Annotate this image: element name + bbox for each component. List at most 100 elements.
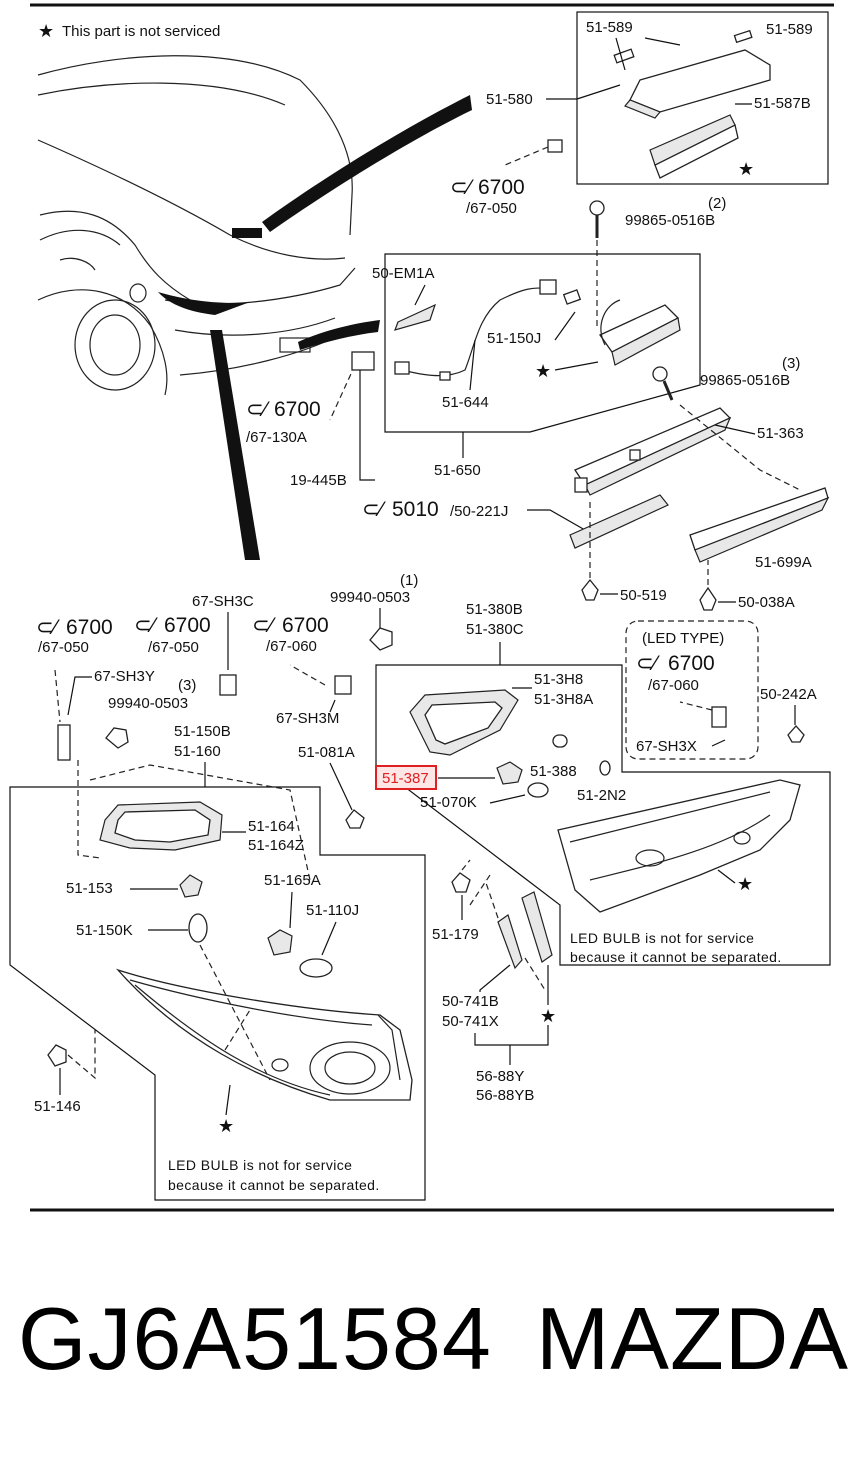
group-67-050-c: /67-050 — [38, 639, 89, 656]
group-5010-icon: ⊂⁄ — [362, 498, 387, 521]
clip-50-519 — [581, 578, 599, 601]
label-51-150B: 51-150B — [174, 723, 231, 740]
label-51-589-left: 51-589 — [586, 19, 633, 36]
connector-67-SH3C — [219, 674, 237, 696]
bulb-67-SH3Y — [57, 724, 71, 761]
star-icon-650: ★ — [535, 361, 551, 382]
group-6700-e-icon: ⊂⁄ — [252, 614, 277, 637]
clip-51-081A — [345, 809, 365, 829]
high-mount-lamp — [504, 29, 771, 179]
label-56-88YB: 56-88YB — [476, 1087, 534, 1104]
label-51-388: 51-388 — [530, 763, 577, 780]
legend-star-icon: ★ — [38, 21, 54, 42]
star-icon-587B: ★ — [738, 159, 754, 180]
brand-caption: MAZDA — [536, 1289, 849, 1388]
label-51-3H8: 51-3H8 — [534, 671, 583, 688]
label-19-445B: 19-445B — [290, 472, 347, 489]
label-51-380B: 51-380B — [466, 601, 523, 618]
bulb-51-110J — [299, 958, 333, 978]
bracket-51-363 — [574, 407, 732, 496]
clip-50-038A — [699, 586, 717, 611]
group-6700-c: 6700 — [66, 616, 113, 639]
bulb-51-150K — [188, 913, 208, 943]
label-50-EM1A: 50-EM1A — [372, 265, 435, 282]
group-67-060-e: /67-060 — [266, 638, 317, 655]
pad-50-EM1A — [394, 303, 437, 331]
clip-50-242A — [787, 725, 805, 743]
pad-50-221J — [569, 494, 669, 549]
note-right-line1: LED BULB is not for service — [570, 930, 754, 946]
clip-51-179 — [451, 872, 471, 893]
label-99940-0503-a: 99940-0503 — [330, 589, 410, 606]
label-67-SH3M: 67-SH3M — [276, 710, 339, 727]
label-50-741X: 50-741X — [442, 1013, 499, 1030]
group-6700-a: 6700 — [478, 176, 525, 199]
label-led-type: (LED TYPE) — [642, 630, 724, 647]
wiring-box — [384, 253, 701, 433]
label-51-387[interactable]: 51-387 — [382, 770, 429, 787]
washer-51-2N2 — [599, 760, 611, 776]
note-right-line2: because it cannot be separated. — [570, 949, 782, 965]
label-67-SH3Y: 67-SH3Y — [94, 668, 155, 685]
wire-harness-51-644 — [394, 279, 582, 381]
label-51-179: 51-179 — [432, 926, 479, 943]
label-51-164Z: 51-164Z — [248, 837, 304, 854]
star-icon-inner-lamp: ★ — [737, 874, 753, 895]
label-51-363: 51-363 — [757, 425, 804, 442]
label-67-SH3X: 67-SH3X — [636, 738, 697, 755]
label-51-165A: 51-165A — [264, 872, 321, 889]
label-99865-0516B-a: 99865-0516B — [625, 212, 715, 229]
label-51-146: 51-146 — [34, 1098, 81, 1115]
label-51-380C: 51-380C — [466, 621, 524, 638]
screw-99865-b — [652, 366, 674, 401]
group-67-050-d: /67-050 — [148, 639, 199, 656]
group-67-060-f: /67-060 — [648, 677, 699, 694]
label-67-SH3C: 67-SH3C — [192, 593, 254, 610]
label-51-589-right: 51-589 — [766, 21, 813, 38]
label-50-038A: 50-038A — [738, 594, 795, 611]
screw-99865-a — [589, 200, 605, 238]
outer-tail-lamp — [115, 968, 413, 1101]
nut-51-146 — [47, 1044, 67, 1067]
inner-tail-lamp — [557, 779, 801, 913]
label-51-150K: 51-150K — [76, 922, 133, 939]
group-5010: 5010 — [392, 498, 439, 521]
highlight-51-387[interactable] — [375, 765, 437, 790]
group-6700-b: 6700 — [274, 398, 321, 421]
washer-51-388 — [552, 734, 568, 748]
connector-67-SH3M — [334, 675, 352, 695]
socket-51-387 — [496, 761, 549, 798]
star-icon-outer-lamp: ★ — [218, 1116, 234, 1137]
nut-99940-a — [369, 627, 393, 651]
high-mount-box — [576, 11, 829, 185]
reflector-56-88Y — [521, 891, 553, 963]
group-6700-e: 6700 — [282, 614, 329, 637]
label-99940-0503-b: 99940-0503 — [108, 695, 188, 712]
label-51-164: 51-164 — [248, 818, 295, 835]
label-99865-0516B-b: 99865-0516B — [700, 372, 790, 389]
star-icon-56-88Y: ★ — [540, 1006, 556, 1027]
led-type-box — [625, 620, 759, 760]
garnish-50-741B — [497, 914, 523, 970]
label-qty1: (1) — [400, 572, 418, 589]
group-6700-f: 6700 — [668, 652, 715, 675]
legend-text: This part is not serviced — [62, 23, 220, 40]
label-50-242A: 50-242A — [760, 686, 817, 703]
label-51-650: 51-650 — [434, 462, 481, 479]
label-51-644: 51-644 — [442, 394, 489, 411]
vehicle-illustration — [37, 55, 472, 560]
group-67-130A: /67-130A — [246, 429, 307, 446]
group-6700-d-icon: ⊂⁄ — [134, 614, 159, 637]
group-6700-a-icon: ⊂⁄ — [450, 176, 475, 199]
label-56-88Y: 56-88Y — [476, 1068, 524, 1085]
group-67-050-a: /67-050 — [466, 200, 517, 217]
label-51-070K: 51-070K — [420, 794, 477, 811]
label-51-110J: 51-110J — [306, 902, 359, 919]
label-qty2: (2) — [708, 195, 726, 212]
group-6700-d: 6700 — [164, 614, 211, 637]
label-51-150J: 51-150J — [487, 330, 541, 347]
note-left-line2: because it cannot be separated. — [168, 1177, 380, 1193]
part-number-caption: GJ6A51584 — [18, 1289, 492, 1388]
label-51-081A: 51-081A — [298, 744, 355, 761]
